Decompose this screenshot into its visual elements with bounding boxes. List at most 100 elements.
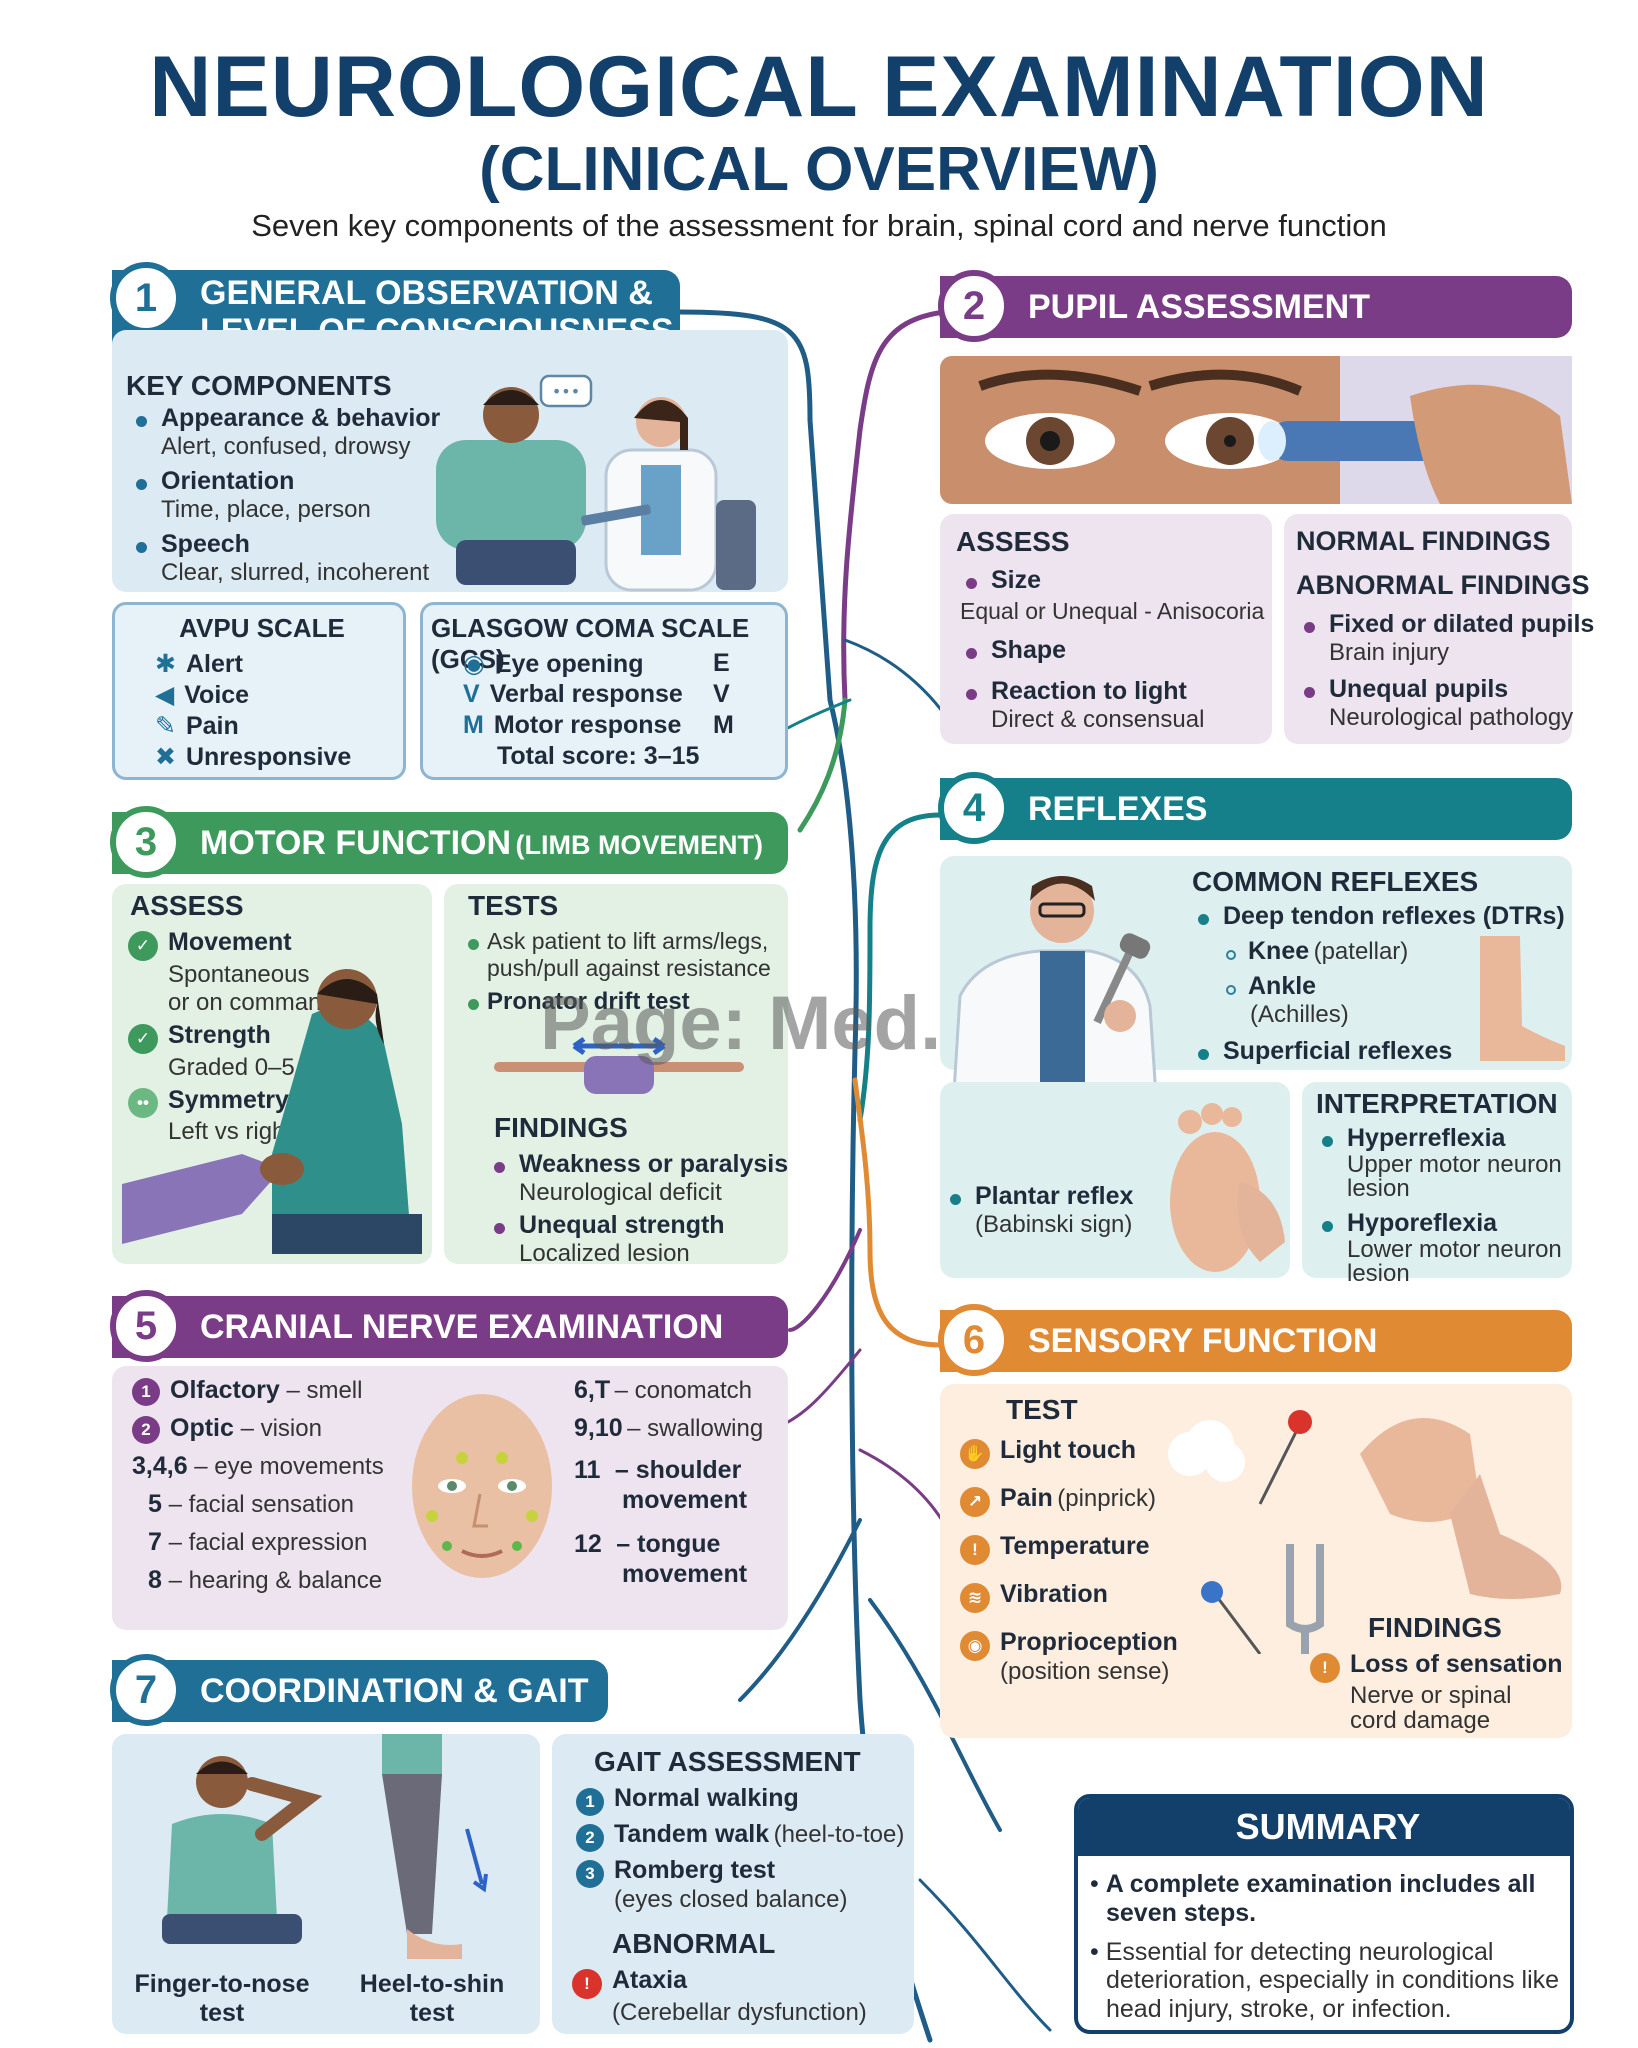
abnormal-label: Fixed or dilated pupils [1329,610,1595,638]
motor-test-text: Ask patient to lift arms/legs, [487,928,769,954]
motor-test-text: push/pull against resistance [487,955,771,981]
avpu-item: Alert [185,650,243,678]
avpu-item: Pain [185,712,239,740]
summary-point: Essential for detecting neurological [1105,1937,1494,1966]
verbal-icon: V [463,680,480,708]
eye-icon: ◉ [463,650,485,678]
nerve-number: 11 [574,1456,601,1484]
avpu-item: Unresponsive [185,743,352,771]
sensory-finding-label: Loss of sensation [1350,1650,1563,1678]
pupil-assess-panel: ASSESS Size Equal or Unequal - Anisocori… [940,514,1272,744]
section-3-number: 3 [110,806,182,878]
item-detail: Clear, slurred, incoherent [161,559,430,586]
warning-icon: ! [1310,1652,1340,1683]
motor-finding-label: Unequal strength [519,1211,725,1239]
nerve-label: Olfactory [170,1376,280,1404]
summary-panel: SUMMARY • A complete examination include… [1074,1794,1574,2034]
section-3-title: MOTOR FUNCTION [200,824,512,862]
hyporeflexia-label: Hyporeflexia [1347,1209,1498,1237]
bullet-icon [494,1223,505,1235]
ataxia-label: Ataxia [612,1966,688,1994]
nerve-detail: movement [622,1486,748,1514]
page-subtitle: (CLINICAL OVERVIEW) [479,135,1159,204]
section-1-number: 1 [110,262,182,334]
hyporeflexia-detail: Lower motor neuron [1347,1236,1562,1263]
gait-heading: GAIT ASSESSMENT [594,1746,861,1777]
motor-finding-detail: Neurological deficit [519,1179,722,1206]
leg-foot-illustration [1480,936,1565,1061]
dtr-label: Deep tendon reflexes (DTRs) [1223,902,1565,930]
section-7-header: 7 COORDINATION & GAIT [110,1654,608,1726]
sensory-panel: TEST ✋Light touch ↗Pain (pinprick) !Temp… [940,1384,1572,1738]
pronator-drift-illustration [494,1036,744,1094]
sensory-finding-detail: cord damage [1350,1706,1491,1734]
gcs-heading: GLASGOW COMA SCALE (GCS) [431,613,750,674]
nerve-detail: movement [622,1560,748,1588]
check-icon: ✓ [128,1023,158,1054]
nerve-detail: – smell [286,1377,363,1404]
item-label: Appearance & behavior [161,404,441,432]
speech-bubble-dots: ••• [552,382,580,401]
ankle-detail: (Achilles) [1250,1001,1349,1028]
bullet-icon [1322,1136,1333,1148]
head-face-illustration [412,1394,552,1578]
pupil-reaction-detail: Direct & consensual [991,706,1205,733]
section-2-header: 2 PUPIL ASSESSMENT [938,270,1572,342]
motor-assess-label: Symmetry [168,1085,289,1114]
gcs-label: Eye opening [494,650,644,678]
nerve-detail: – vision [240,1415,322,1442]
motor-assess-heading: ASSESS [130,890,244,921]
plantar-reflex-detail: (Babinski sign) [975,1211,1133,1238]
motor-finding-detail: Localized lesion [519,1240,690,1267]
summary-point: A complete examination includes all [1105,1870,1536,1898]
item-detail: Alert, confused, drowsy [161,433,411,460]
thermometer-icon: ! [960,1534,990,1565]
abnormal-detail: Neurological pathology [1329,704,1574,731]
nerve-detail: – conomatch [614,1377,752,1404]
section-3-title-small: (LIMB MOVEMENT) [515,830,763,860]
avpu-scale-panel: AVPU SCALE ✱Alert ◀Voice ✎Pain ✖Unrespon… [112,602,406,780]
pupil-size: Size [991,566,1042,594]
page-title: NEUROLOGICAL EXAMINATION [149,39,1489,135]
nerve-number: 9,10 [574,1414,623,1442]
ankle-label: Ankle [1248,972,1317,1000]
nerve-detail: – facial sensation [168,1491,355,1518]
hyperreflexia-detail: lesion [1347,1175,1410,1202]
gait-step-number: 2 [576,1823,604,1852]
section-5-title: CRANIAL NERVE EXAMINATION [200,1308,724,1346]
summary-point: seven steps. [1106,1898,1257,1927]
sensory-findings-heading: FINDINGS [1368,1612,1502,1643]
ataxia-detail: (Cerebellar dysfunction) [612,1998,867,2026]
item-label: Orientation [161,467,295,495]
section-3-header: 3 MOTOR FUNCTION (LIMB MOVEMENT) [110,806,788,878]
key-components-heading: KEY COMPONENTS [126,370,392,401]
speaker-icon: ◀ [155,681,175,709]
gcs-panel: GLASGOW COMA SCALE (GCS) ◉ Eye opening V V… [420,602,788,780]
sensory-test-label: Vibration [1000,1580,1108,1608]
gait-step-detail: (heel-to-toe) [773,1821,905,1848]
pronator-drift-test: Pronator drift test [487,988,690,1015]
section-7-title: COORDINATION & GAIT [200,1672,589,1710]
finger-to-nose-caption: Finger-to-nose [134,1970,310,1998]
nerve-number: 5 [148,1490,162,1518]
close-circle-icon: ✖ [155,743,176,771]
hyperreflexia-label: Hyperreflexia [1347,1124,1506,1152]
watermark-text: Page: Med... [540,981,984,1066]
gait-step-number: 3 [576,1859,604,1888]
sub-bullet-icon [1226,984,1236,995]
motor-icon: M [463,711,484,739]
nerve-label: Optic [170,1414,234,1442]
motor-tests-panel: TESTS Ask patient to lift arms/legs, pus… [444,884,788,1267]
item-detail: Time, place, person [161,496,371,523]
bullet-icon [1304,687,1315,699]
summary-point: deterioration, especially in conditions … [1106,1966,1560,1995]
sensory-test-detail: (pinprick) [1057,1485,1156,1512]
motor-assess-label: Strength [168,1020,271,1049]
sub-bullet-icon [1226,949,1236,960]
bullet-icon [468,939,479,951]
motor-assess-label: Movement [168,928,292,956]
alert-icon: ✱ [155,650,176,678]
gcs-code: V [713,680,730,708]
eye-icon: ◉ [960,1630,990,1661]
